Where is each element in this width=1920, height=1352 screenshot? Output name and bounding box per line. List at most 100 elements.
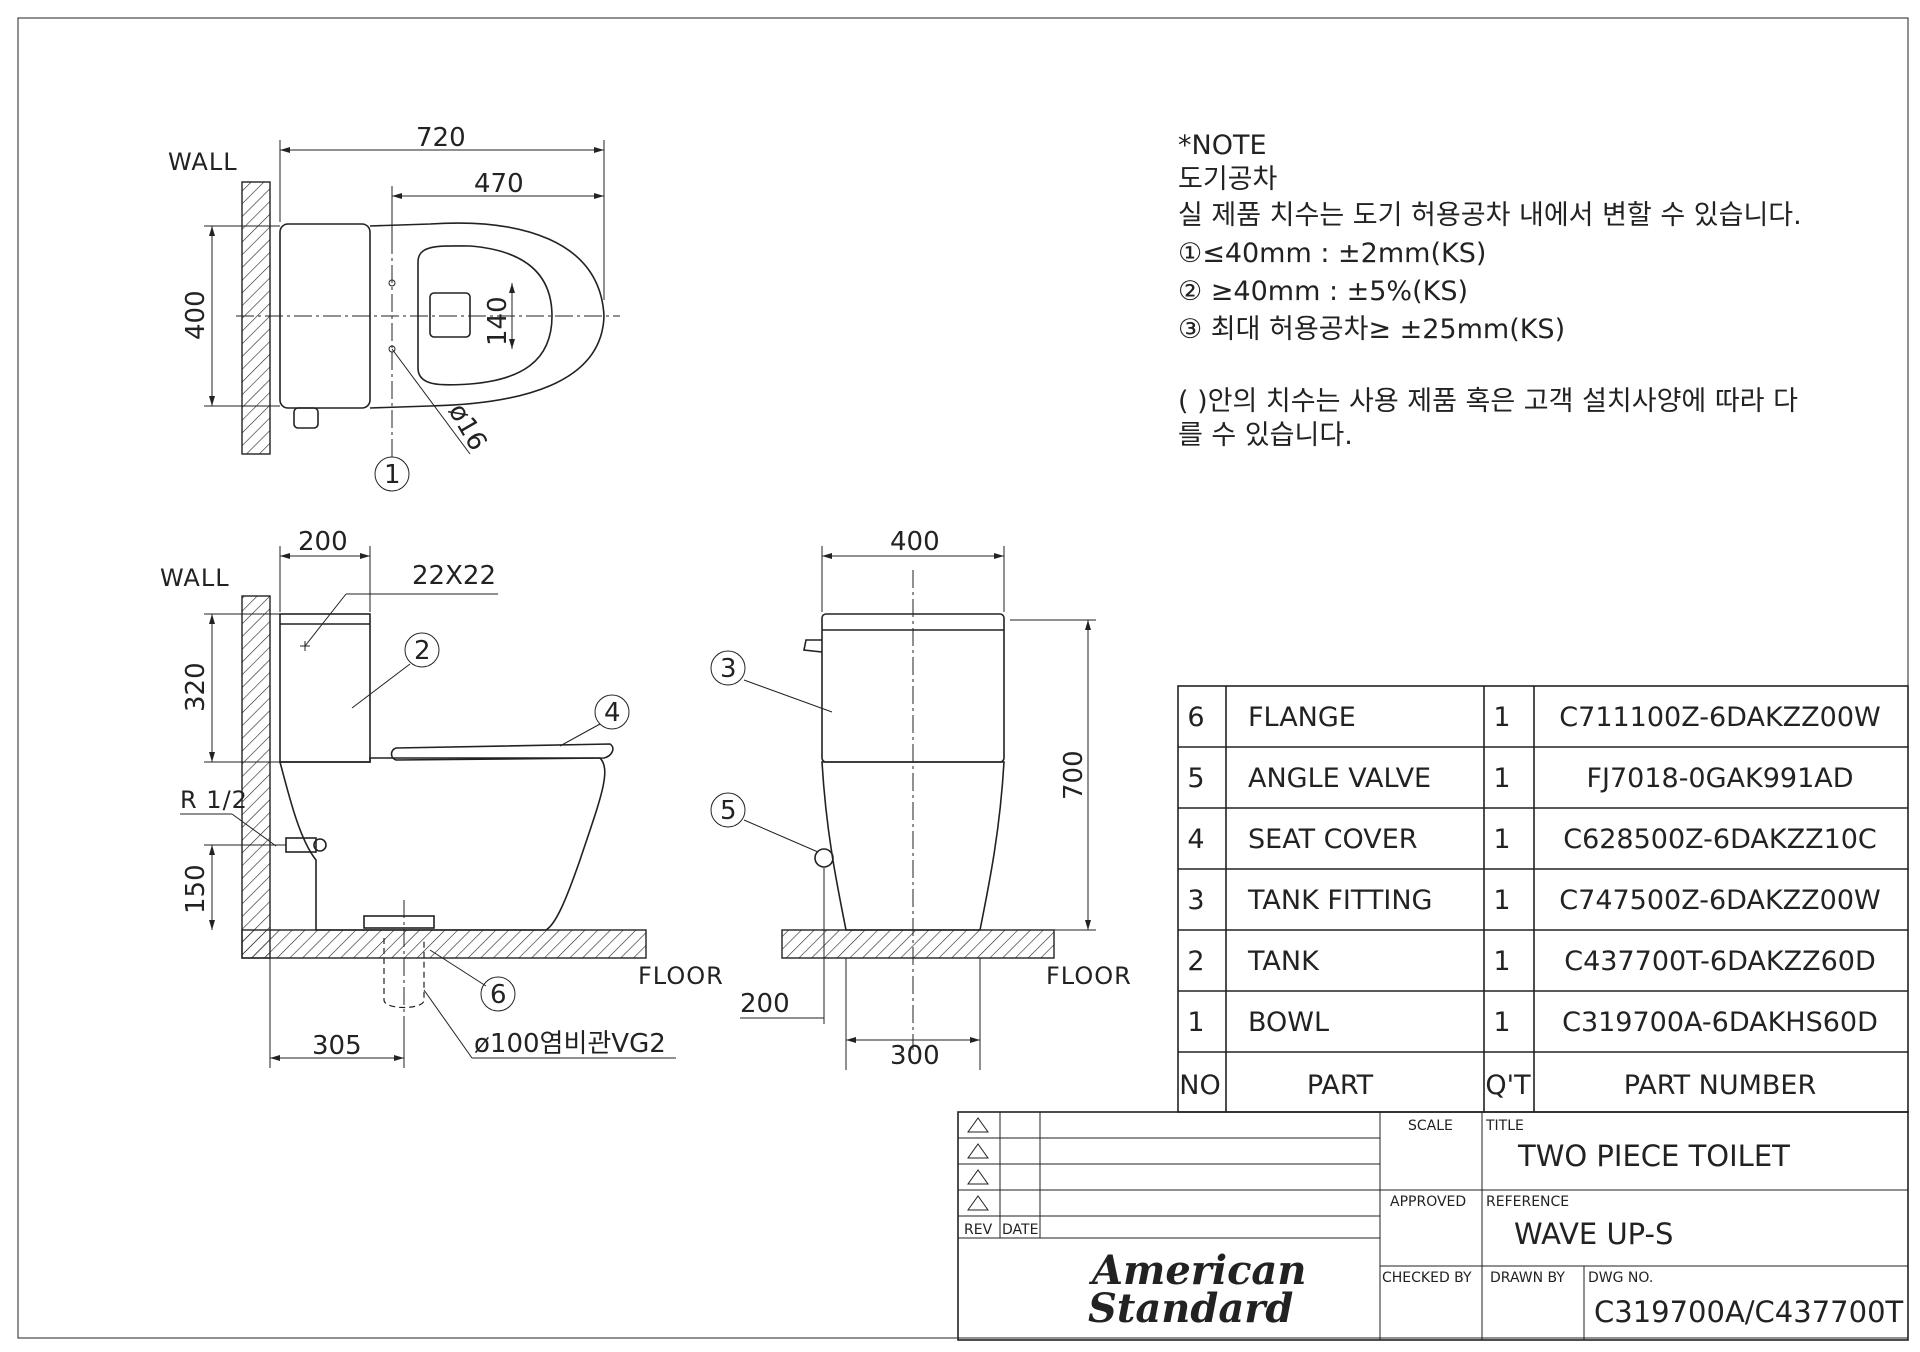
side-tank	[279, 613, 371, 763]
dim-22x22: 22X22	[412, 561, 496, 591]
note-tol3: ③ 최대 허용공차≥ ±25mm(KS)	[1178, 314, 1565, 345]
label-pipe: ø100염비관VG2	[474, 1029, 666, 1059]
dim-300: 300	[890, 1041, 940, 1071]
dim-140: 140	[483, 296, 513, 346]
side-wall-label: WALL	[160, 564, 230, 592]
tb-dwg-label: DWG NO.	[1588, 1270, 1653, 1286]
tb-rev-label: REV	[964, 1222, 993, 1238]
side-floor-label: FLOOR	[638, 962, 724, 990]
front-angle-valve	[814, 848, 834, 868]
note-line2: 실 제품 치수는 도기 허용공차 내에서 변할 수 있습니다.	[1178, 200, 1802, 231]
top-valve-stub	[293, 407, 319, 429]
svg-text:6: 6	[490, 980, 507, 1010]
parts-row-qty: 1	[1493, 824, 1510, 855]
rev-triangle-icon	[967, 1169, 989, 1185]
dim-200-side: 200	[298, 527, 348, 557]
top-bowl-outline	[369, 222, 605, 409]
parts-header-part-number: PART NUMBER	[1624, 1070, 1817, 1101]
note-tol1: ①≤40mm : ±2mm(KS)	[1178, 238, 1486, 269]
sheet-border	[17, 17, 1909, 1339]
rev-triangle-icon	[967, 1143, 989, 1159]
parts-row-part: FLANGE	[1248, 702, 1356, 733]
parts-row-qty: 1	[1493, 946, 1510, 977]
svg-text:3: 3	[720, 654, 737, 684]
side-view: WALL 200 22X22 320 R 1/2 150 305	[160, 527, 724, 1068]
label-r-half: R 1/2	[180, 786, 248, 814]
balloon-1	[374, 456, 410, 492]
balloon-5	[710, 792, 746, 828]
parts-header-no: NO	[1179, 1070, 1220, 1101]
note-paren1: ( )안의 치수는 사용 제품 혹은 고객 설치사양에 따라 다	[1178, 386, 1798, 417]
svg-text:5: 5	[720, 796, 737, 826]
side-angle-valve	[285, 837, 317, 853]
dim-320: 320	[181, 662, 211, 712]
balloon-2	[404, 632, 440, 668]
front-view: 400 700 200 300 FLOOR 3 5	[710, 527, 1132, 1071]
tb-reference: WAVE UP-S	[1514, 1217, 1673, 1251]
parts-row-no: 6	[1187, 702, 1204, 733]
parts-header-part: PART	[1307, 1070, 1374, 1101]
svg-text:1: 1	[384, 460, 401, 490]
front-bowl-outline	[821, 761, 1005, 931]
parts-row-part: ANGLE VALVE	[1248, 763, 1431, 794]
front-floor-hatch	[781, 929, 1055, 959]
tb-checked-label: CHECKED BY	[1382, 1270, 1472, 1286]
parts-row-part-number: C711100Z-6DAKZZ00W	[1559, 702, 1880, 733]
note-line1: 도기공차	[1178, 164, 1278, 195]
parts-row-qty: 1	[1493, 1007, 1510, 1038]
dim-150: 150	[181, 864, 211, 914]
balloon-4	[594, 694, 630, 730]
top-outlet	[429, 292, 471, 338]
tb-title: TWO PIECE TOILET	[1517, 1139, 1790, 1173]
parts-row-part-number: FJ7018-0GAK991AD	[1586, 763, 1853, 794]
dim-200-front: 200	[740, 989, 790, 1019]
parts-row-no: 2	[1187, 946, 1204, 977]
parts-row-part: SEAT COVER	[1248, 824, 1418, 855]
parts-header-qty: Q'T	[1485, 1070, 1531, 1101]
tb-drawn-label: DRAWN BY	[1490, 1270, 1565, 1286]
front-floor-label: FLOOR	[1046, 962, 1132, 990]
parts-row-qty: 1	[1493, 763, 1510, 794]
parts-row-part: TANK	[1247, 946, 1320, 977]
notes-block: *NOTE 도기공차 실 제품 치수는 도기 허용공차 내에서 변할 수 있습니…	[1178, 130, 1802, 451]
side-bowl-outline	[278, 757, 606, 931]
parts-row-qty: 1	[1493, 885, 1510, 916]
parts-row-part: TANK FITTING	[1247, 885, 1432, 916]
note-paren2: 를 수 있습니다.	[1178, 420, 1353, 451]
title-block: REV DATE SCALE TITLE TWO PIECE TOILET AP…	[957, 1111, 1909, 1341]
dim-720: 720	[416, 123, 466, 153]
parts-row-part: BOWL	[1248, 1007, 1329, 1038]
front-lever	[803, 639, 823, 653]
top-bowl-opening	[417, 245, 553, 386]
dim-400-top: 400	[181, 290, 211, 340]
top-view: WALL 720 470 400 140 ø16 1	[168, 123, 620, 492]
top-wall-hatch	[241, 181, 271, 455]
note-tol2: ② ≥40mm : ±5%(KS)	[1178, 276, 1468, 307]
brand-logo-line2: Standard	[1088, 1285, 1293, 1332]
dim-400-front: 400	[890, 527, 940, 557]
parts-row-no: 1	[1187, 1007, 1204, 1038]
dim-470: 470	[474, 169, 524, 199]
svg-text:2: 2	[414, 636, 431, 666]
balloon-3	[710, 650, 746, 686]
dim-305: 305	[312, 1031, 362, 1061]
tb-title-label: TITLE	[1485, 1118, 1524, 1134]
dim-700: 700	[1059, 750, 1089, 800]
parts-row-part-number: C628500Z-6DAKZZ10C	[1563, 824, 1877, 855]
balloon-6	[480, 976, 516, 1012]
tb-approved-label: APPROVED	[1390, 1194, 1466, 1210]
top-wall-label: WALL	[168, 148, 238, 176]
tb-reference-label: REFERENCE	[1486, 1194, 1569, 1210]
rev-triangle-icon	[967, 1195, 989, 1211]
tb-date-label: DATE	[1002, 1222, 1038, 1238]
tb-scale-label: SCALE	[1408, 1118, 1453, 1134]
note-heading: *NOTE	[1178, 130, 1267, 161]
parts-row-part-number: C319700A-6DAKHS60D	[1562, 1007, 1878, 1038]
brand-logo-line1: American	[1088, 1247, 1306, 1294]
parts-row-qty: 1	[1493, 702, 1510, 733]
side-floor-hatch	[241, 929, 647, 959]
tb-dwg-no: C319700A/C437700T	[1594, 1295, 1904, 1329]
parts-row-no: 3	[1187, 885, 1204, 916]
